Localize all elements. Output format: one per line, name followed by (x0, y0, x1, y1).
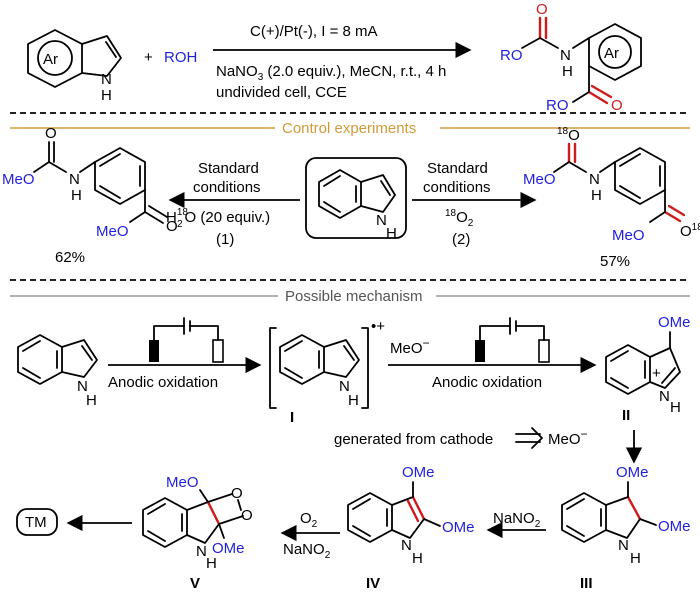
18o-label-bottom: O18 (680, 222, 700, 240)
svg-text:OMe: OMe (616, 464, 649, 481)
condition-line-3: undivided cell, CCE (216, 84, 347, 101)
retro-arrow (515, 427, 543, 449)
svg-text:O: O (45, 125, 57, 142)
svg-text:MeO: MeO (523, 171, 556, 188)
svg-text:MeO: MeO (612, 227, 645, 244)
svg-text:II: II (622, 407, 630, 424)
svg-text:+: + (652, 365, 661, 382)
mech-indole: N H (17, 334, 98, 409)
svg-text:OMe: OMe (658, 518, 691, 535)
svg-text:O: O (611, 97, 623, 114)
control-left-product: N H O MeO O MeO 62% (2, 125, 178, 266)
yield-1: 62% (55, 249, 85, 266)
svg-text:Anodic oxidation: Anodic oxidation (432, 374, 542, 391)
svg-text:N: N (618, 537, 629, 554)
svg-text:V: V (190, 575, 200, 592)
svg-text:Anodic oxidation: Anodic oxidation (108, 374, 218, 391)
svg-text:conditions: conditions (423, 179, 491, 196)
electrode-icon-2 (475, 317, 550, 363)
dicarbamate-product: Ar N H O RO O RO (500, 1, 642, 114)
svg-text:MeO: MeO (166, 474, 199, 491)
yield-2: 57% (600, 253, 630, 270)
svg-text:(1): (1) (216, 231, 234, 248)
svg-text:MeO: MeO (96, 223, 129, 240)
svg-text:N: N (376, 212, 387, 229)
svg-text:O: O (166, 218, 178, 235)
svg-text:I: I (290, 409, 294, 426)
svg-text:N: N (77, 378, 88, 395)
ar-label: Ar (43, 51, 58, 68)
electrode-icon (149, 317, 224, 363)
svg-text:N: N (339, 378, 350, 395)
svg-text:OMe: OMe (212, 540, 245, 557)
svg-text:MeO: MeO (2, 171, 35, 188)
plus-sign: + (144, 49, 153, 66)
top-reaction: Ar N H + ROH C(+)/Pt(-), I = 8 mA NaNO3 … (27, 1, 642, 114)
possible-mechanism-heading: Possible mechanism (285, 288, 423, 305)
svg-text:H: H (86, 392, 97, 409)
intermediate-V: O O MeO OMe N H V (142, 474, 253, 592)
svg-text:O: O (536, 1, 548, 18)
svg-text:H: H (562, 63, 573, 80)
intermediate-II: OMe + N H II (605, 314, 691, 424)
svg-text:RO: RO (500, 47, 523, 64)
o2-label: O2 (300, 510, 318, 530)
svg-text:Standard: Standard (198, 160, 259, 177)
svg-text:H: H (630, 550, 641, 567)
nano2-label-1: NaNO2 (493, 510, 541, 530)
svg-text:N: N (659, 388, 670, 405)
svg-text:conditions: conditions (193, 179, 261, 196)
svg-text:H: H (206, 555, 217, 572)
condition-line-1: C(+)/Pt(-), I = 8 mA (250, 23, 378, 40)
svg-text:(2): (2) (452, 231, 470, 248)
svg-text:H: H (670, 399, 681, 416)
intermediate-I: N H •+ I (269, 318, 385, 426)
18o-label-top: 18O (557, 126, 580, 144)
condition-line-2: NaNO3 (2.0 equiv.), MeCN, r.t., 4 h (216, 63, 446, 83)
svg-text:N: N (589, 171, 600, 188)
cathode-note: generated from cathode (334, 431, 493, 448)
svg-text:OMe: OMe (402, 464, 435, 481)
control-experiments-heading: Control experiments (282, 120, 416, 137)
radical-cation-sign: •+ (371, 318, 385, 335)
svg-text:OMe: OMe (658, 314, 691, 331)
svg-text:RO: RO (546, 97, 569, 114)
svg-text:H: H (348, 392, 359, 409)
svg-text:H: H (591, 187, 602, 204)
tm-box (16, 508, 58, 536)
svg-text:N: N (69, 171, 80, 188)
methoxide-2: MeO− (548, 427, 588, 448)
control-right-product: N H 18O MeO O18 MeO 57% (523, 126, 700, 270)
svg-text:N: N (560, 47, 571, 64)
intermediate-IV: OMe OMe N H IV (347, 464, 475, 592)
product-ar-label: Ar (604, 45, 619, 62)
svg-text:N: N (196, 543, 207, 560)
svg-text:Standard: Standard (427, 160, 488, 177)
center-indole: N H (318, 169, 397, 242)
nano2-label-2: NaNO2 (283, 541, 331, 561)
svg-text:O: O (231, 485, 243, 502)
nh-h: H (101, 87, 112, 104)
aryl-indole-reactant: Ar N H (27, 29, 122, 104)
svg-text:N: N (401, 537, 412, 554)
svg-text:IV: IV (366, 575, 380, 592)
tm-label: TM (25, 514, 47, 531)
svg-text:H: H (386, 225, 397, 242)
indole-box (305, 157, 407, 239)
svg-text:III: III (580, 575, 593, 592)
svg-text:OMe: OMe (442, 519, 475, 536)
svg-text:O: O (241, 507, 253, 524)
18o2-condition: 18O2 (445, 208, 474, 229)
svg-text:H: H (412, 550, 423, 567)
nh-n: N (101, 71, 112, 88)
intermediate-III: OMe OMe N H III (561, 464, 691, 592)
alcohol-label: ROH (164, 49, 197, 66)
methoxide-1: MeO− (390, 336, 430, 357)
svg-text:H: H (71, 187, 82, 204)
